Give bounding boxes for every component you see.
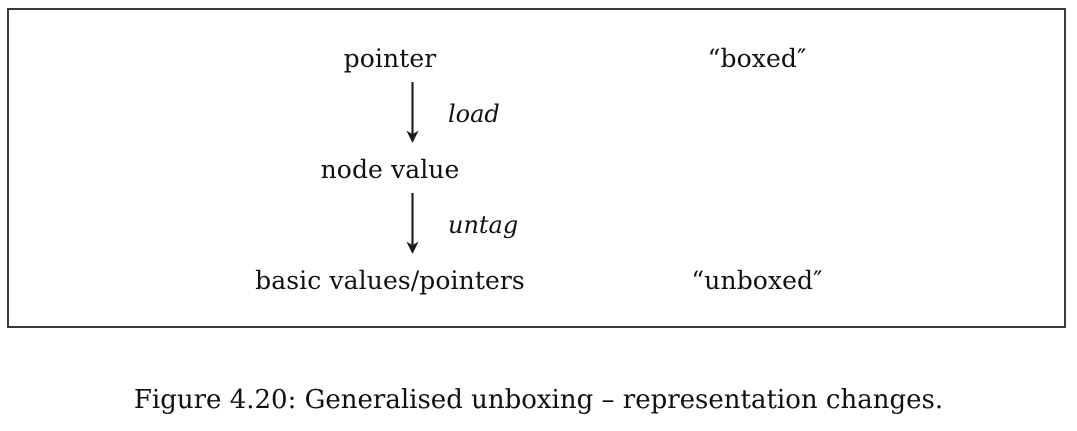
edge-label-untag: untag [448, 211, 519, 239]
diagram-node-pointer: pointer [343, 44, 437, 73]
diagram-annotation-unboxed: “unboxed″ [691, 266, 823, 295]
diagram-annotation-boxed: “boxed″ [707, 44, 807, 73]
figure-frame: pointer “boxed″ load node value untag ba… [7, 8, 1066, 328]
down-arrow-icon-untag [405, 193, 420, 255]
diagram-node-node-value: node value [320, 155, 460, 184]
edge-label-load: load [448, 100, 500, 128]
diagram-node-basic-values-pointers: basic values/pointers [255, 266, 525, 295]
figure-caption: Figure 4.20: Generalised unboxing – repr… [133, 385, 944, 415]
down-arrow-icon-load [405, 82, 420, 144]
